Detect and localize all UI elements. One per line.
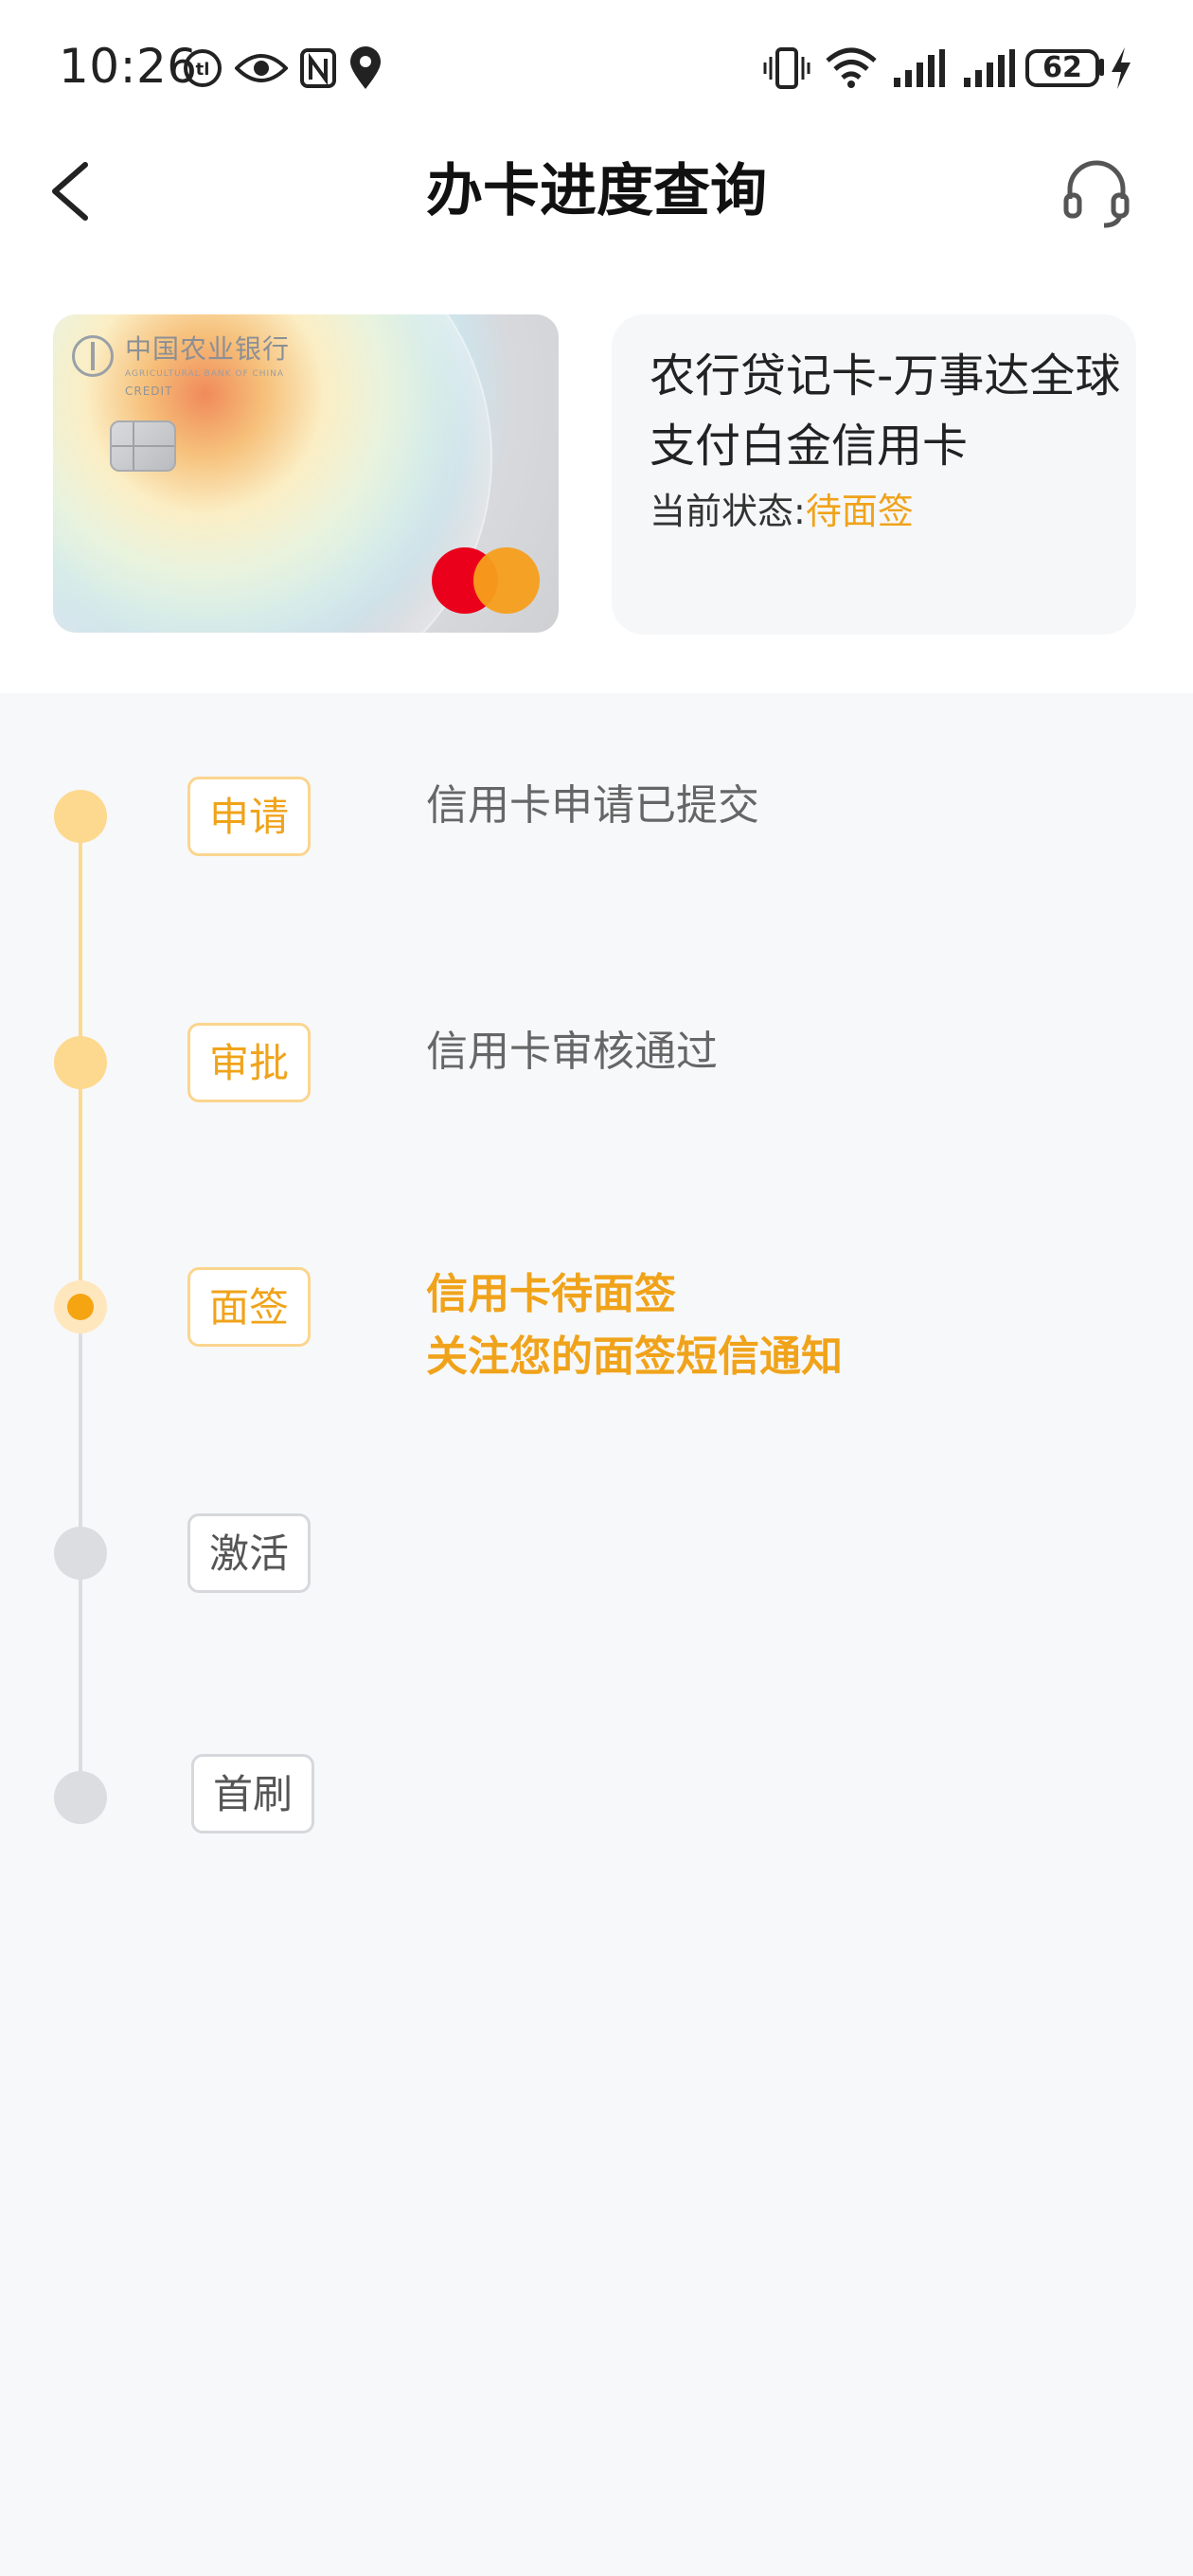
charging-icon: [1108, 45, 1134, 91]
headset-icon: [1063, 160, 1130, 228]
step-tag-first-swipe: 首刷: [191, 1754, 314, 1834]
location-icon: [348, 45, 383, 91]
battery-level: 62: [1025, 49, 1099, 87]
step-desc-approve: 信用卡审核通过: [426, 1028, 718, 1076]
bank-name: 中国农业银行: [125, 333, 291, 365]
wifi-icon: [824, 45, 879, 89]
card-info-box: 农行贷记卡-万事达全球支付白金信用卡 当前状态:待面签: [612, 314, 1136, 635]
battery-tip: [1099, 59, 1104, 76]
step-tag-approve: 审批: [187, 1023, 311, 1102]
chevron-left-icon: [52, 162, 88, 221]
step-tag-activate: 激活: [187, 1513, 311, 1593]
eye-icon: [235, 49, 288, 87]
step-dot-activate: [54, 1527, 107, 1580]
step-dot-first-swipe: [54, 1771, 107, 1824]
chip-icon: [110, 420, 176, 472]
step-desc-interview: 信用卡待面签 关注您的面签短信通知: [426, 1263, 843, 1388]
bank-name-en: AGRICULTURAL BANK OF CHINA: [125, 369, 285, 379]
step-desc-line1: 信用卡待面签: [426, 1270, 676, 1318]
credit-card-image: 中国农业银行 AGRICULTURAL BANK OF CHINA CREDIT: [53, 314, 559, 633]
step-dot-approve: [54, 1036, 107, 1089]
mastercard-logo-icon-right: [473, 547, 540, 614]
nfc-icon: tl: [182, 47, 223, 89]
customer-service-button[interactable]: [1060, 157, 1132, 229]
step-tag-interview: 面签: [187, 1267, 311, 1347]
step-dot-interview: [54, 1280, 107, 1333]
vibrate-icon: [763, 45, 810, 91]
svg-text:tl: tl: [196, 60, 210, 80]
step-tag-apply: 申请: [187, 777, 311, 856]
card-name: 农行贷记卡-万事达全球支付白金信用卡: [650, 349, 1121, 473]
signal-icon: [962, 47, 1015, 89]
card-sheen: [53, 314, 492, 633]
current-status: 当前状态:待面签: [650, 485, 914, 538]
signal-icon: [892, 47, 945, 89]
n-icon: [299, 47, 337, 89]
step-dot-apply: [54, 790, 107, 843]
bank-logo-icon: [72, 335, 114, 377]
status-time: 10:26: [59, 39, 198, 94]
status-label: 当前状态:: [650, 491, 806, 532]
back-button[interactable]: [44, 157, 97, 225]
step-desc-apply: 信用卡申请已提交: [426, 781, 759, 830]
status-value: 待面签: [805, 491, 914, 532]
page-title: 办卡进度查询: [426, 158, 767, 224]
step-desc-line2: 关注您的面签短信通知: [426, 1333, 843, 1381]
card-type: CREDIT: [125, 385, 173, 398]
